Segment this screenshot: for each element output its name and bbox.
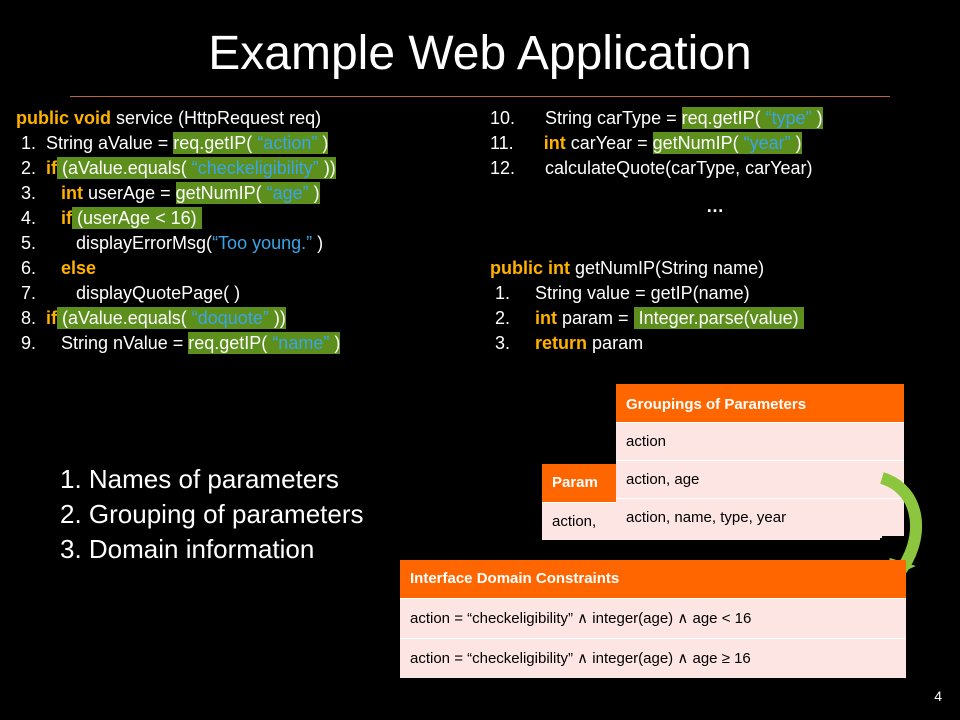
code-keyword: int [543, 133, 566, 153]
code-string: “year” [743, 133, 791, 153]
constraints-table-row: action = “checkeligibility” ∧ integer(ag… [400, 598, 906, 638]
code-line-5: 5. displayErrorMsg(“Too young.” ) [16, 231, 323, 255]
code-text: (aValue.equals( [57, 158, 192, 178]
code-highlight: req.getIP( “name” ) [188, 332, 341, 354]
code-string: “checkeligibility” [191, 158, 319, 178]
code-string: “name” [272, 333, 330, 353]
code-text: 3. [16, 183, 62, 203]
code-text: 8. [16, 308, 47, 328]
code-highlight: (aValue.equals( “checkeligibility” )) [57, 157, 336, 179]
step-item: 1. Names of parameters [60, 464, 339, 494]
code-text: 1. String value = getIP(name) [490, 283, 750, 303]
code-keyword: return [535, 333, 588, 353]
code-highlight: req.getIP( “type” ) [681, 107, 823, 129]
code-string: “Too young.” [212, 233, 313, 253]
step-item: 2. Grouping of parameters [60, 499, 364, 529]
page-number: 4 [934, 688, 942, 704]
code-text: ) [312, 233, 324, 253]
code-line-3: 3. int userAge = getNumIP( “age” ) [16, 181, 320, 205]
code-text: carYear = [565, 133, 653, 153]
constraints-table-header: Interface Domain Constraints [400, 560, 906, 598]
code-keyword: if [46, 158, 58, 178]
step-item: 3. Domain information [60, 534, 315, 564]
code-text: ) [790, 133, 802, 153]
code-keyword: else [61, 258, 97, 278]
code-line-9: 9. String nValue = req.getIP( “name” ) [16, 331, 341, 355]
code-line-2: 2. if (aValue.equals( “checkeligibility”… [16, 156, 336, 180]
code-keyword: if [61, 208, 73, 228]
code-text: 6. [16, 258, 62, 278]
code-line-header: public void service (HttpRequest req) [16, 106, 321, 130]
code-text: 7. displayQuotePage( ) [16, 283, 241, 303]
code-text: param = [557, 308, 634, 328]
code-text: getNumIP( [652, 133, 744, 153]
code-text: 10. String carType = [490, 108, 682, 128]
code-highlight: Integer.parse(value) [633, 307, 804, 329]
code-line-fn-header: public int getNumIP(String name) [490, 256, 764, 280]
code-text: )) [318, 158, 336, 178]
code-highlight: req.getIP( “action” ) [173, 132, 329, 154]
code-text: 9. String nValue = [16, 333, 189, 353]
code-line-f3: 3. return param [490, 331, 643, 355]
code-string: “doquote” [191, 308, 269, 328]
code-text: (aValue.equals( [57, 308, 192, 328]
ellipsis: … [706, 196, 724, 216]
code-line-10: 10. String carType = req.getIP( “type” ) [490, 106, 823, 130]
code-line-8: 8. if (aValue.equals( “doquote” )) [16, 306, 286, 330]
code-line-4: 4. if (userAge < 16) [16, 206, 202, 230]
code-keyword: int [61, 183, 84, 203]
code-highlight: (userAge < 16) [72, 207, 202, 229]
code-text: 4. [16, 208, 62, 228]
code-text: ) [308, 183, 320, 203]
code-keyword: if [46, 308, 58, 328]
step-list: 1. Names of parameters 2. Grouping of pa… [60, 462, 364, 567]
code-line-f2: 2. int param = Integer.parse(value) [490, 306, 804, 330]
groupings-table-row: action [616, 422, 904, 460]
code-text: )) [268, 308, 286, 328]
code-text: req.getIP( [681, 108, 766, 128]
code-highlight: getNumIP( “age” ) [175, 182, 320, 204]
groupings-table-row: action, name, type, year [616, 498, 904, 536]
constraints-table: Interface Domain Constraints action = “c… [400, 560, 906, 678]
code-text: ) [811, 108, 823, 128]
code-text: 5. displayErrorMsg( [16, 233, 213, 253]
code-text: req.getIP( [173, 133, 258, 153]
code-keyword: public int [490, 258, 570, 278]
code-text: 2. [16, 158, 47, 178]
code-line-12: 12. calculateQuote(carType, carYear) [490, 156, 813, 180]
title-divider [70, 96, 890, 97]
code-text: userAge = [83, 183, 176, 203]
code-line-1: 1. String aValue = req.getIP( “action” ) [16, 131, 329, 155]
code-highlight: (aValue.equals( “doquote” )) [57, 307, 286, 329]
groupings-table-shadow [880, 538, 904, 542]
code-line-6: 6. else [16, 256, 96, 280]
code-text: getNumIP( [175, 183, 267, 203]
constraints-table-row: action = “checkeligibility” ∧ integer(ag… [400, 638, 906, 678]
code-text: 12. calculateQuote(carType, carYear) [490, 158, 813, 178]
code-line-f1: 1. String value = getIP(name) [490, 281, 750, 305]
code-text: 11. [490, 133, 544, 153]
code-text: getNumIP(String name) [570, 258, 765, 278]
slide-title: Example Web Application [208, 27, 752, 80]
code-keyword: public void [16, 108, 112, 128]
groupings-table-header: Groupings of Parameters [616, 384, 904, 422]
code-text: service (HttpRequest req) [111, 108, 322, 128]
code-text: ) [329, 333, 341, 353]
code-string: “age” [266, 183, 309, 203]
code-text: param [587, 333, 644, 353]
groupings-table: Groupings of Parameters action action, a… [616, 384, 904, 536]
code-text: 2. [490, 308, 536, 328]
groupings-table-row: action, age [616, 460, 904, 498]
code-text: req.getIP( [188, 333, 273, 353]
code-line-11: 11. int carYear = getNumIP( “year” ) [490, 131, 802, 155]
code-keyword: int [535, 308, 558, 328]
code-line-7: 7. displayQuotePage( ) [16, 281, 240, 305]
code-text: 1. String aValue = [16, 133, 174, 153]
code-text: ) [317, 133, 329, 153]
code-string: “action” [257, 133, 318, 153]
code-highlight: getNumIP( “year” ) [652, 132, 802, 154]
code-text: 3. [490, 333, 536, 353]
code-string: “type” [765, 108, 812, 128]
